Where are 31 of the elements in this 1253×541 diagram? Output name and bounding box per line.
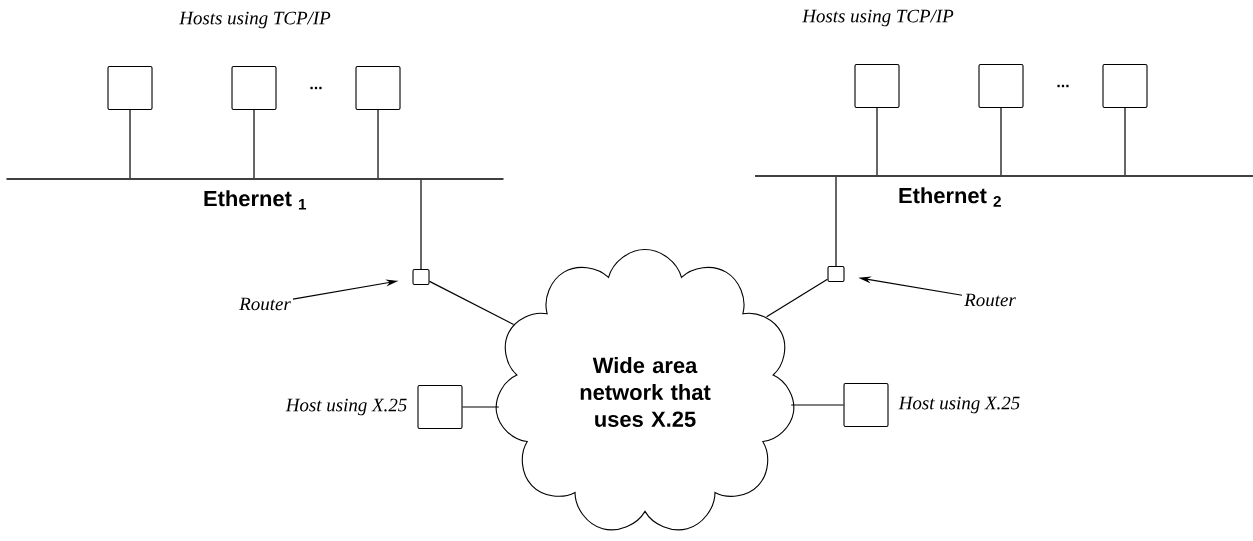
ethernet-line: Ethernet $_{2}$ bbox=[755, 175, 1253, 207]
host-box bbox=[1102, 63, 1148, 109]
host-label: Host using X.25 bbox=[898, 396, 1020, 414]
host-box bbox=[231, 65, 277, 111]
connector-line bbox=[790, 404, 845, 406]
router-label: Router bbox=[964, 293, 1016, 307]
ellipsis: ... bbox=[310, 86, 322, 90]
router-box bbox=[412, 268, 430, 286]
connector-line bbox=[1000, 107, 1002, 176]
connector-line bbox=[876, 107, 878, 176]
ethernet-line: Ethernet $_{1}$ bbox=[6, 178, 504, 210]
host-box bbox=[854, 63, 900, 109]
ellipsis: ... bbox=[1057, 84, 1069, 88]
connector-line bbox=[835, 176, 837, 267]
network-cloud: Wide area network that uses X.25 bbox=[495, 248, 795, 531]
router-box bbox=[827, 265, 845, 283]
connector-line bbox=[1124, 107, 1126, 176]
group-label: Hosts using TCP/IP bbox=[802, 9, 954, 27]
host-label: Host using X.25 bbox=[285, 398, 407, 416]
host-box bbox=[107, 65, 153, 111]
group-label: Hosts using TCP/IP bbox=[179, 11, 331, 29]
connector-line bbox=[377, 109, 379, 179]
connector-line bbox=[253, 109, 255, 179]
router-label: Router bbox=[239, 297, 291, 311]
connector-line bbox=[461, 406, 500, 408]
connector-line bbox=[428, 280, 515, 326]
connector-line bbox=[129, 109, 131, 179]
host-box bbox=[355, 65, 401, 111]
connector-line bbox=[766, 278, 829, 318]
connector-line bbox=[420, 179, 422, 270]
host-box bbox=[978, 63, 1024, 109]
